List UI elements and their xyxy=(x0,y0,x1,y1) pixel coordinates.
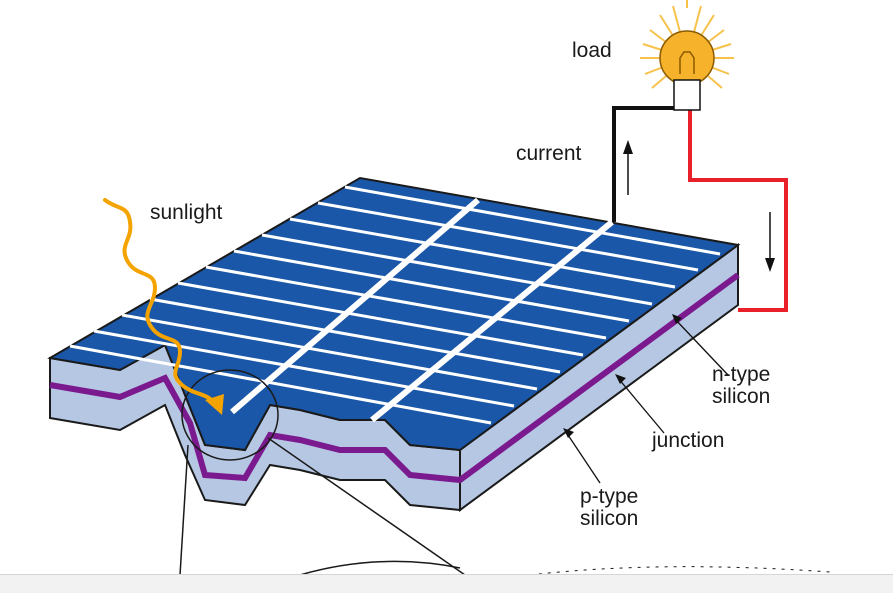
junction-layer xyxy=(49,272,740,484)
current-arrow-up-icon xyxy=(623,140,633,195)
p-type-silicon-label: p-type silicon xyxy=(580,486,638,530)
zoom-line-right xyxy=(267,437,466,575)
bottom-scroll-strip xyxy=(0,574,893,593)
positive-wire xyxy=(688,110,788,312)
zoom-arc xyxy=(299,560,461,575)
current-label: current xyxy=(516,142,582,165)
p-type-label-line2: silicon xyxy=(580,507,639,530)
p-type-label-line1: p-type xyxy=(580,485,639,508)
n-type-label-line1: n-type xyxy=(712,363,771,386)
current-arrow-down-icon xyxy=(765,212,775,272)
n-type-label-line2: silicon xyxy=(712,385,771,408)
solar-cell-slab xyxy=(47,176,831,575)
sunlight-label: sunlight xyxy=(150,201,223,224)
contact-grid xyxy=(69,185,721,425)
magnifier-circle xyxy=(181,369,279,461)
junction-label: junction xyxy=(652,429,725,452)
negative-wire xyxy=(612,106,683,222)
diagram-canvas xyxy=(47,0,831,575)
zoom-line-left xyxy=(179,444,189,575)
n-type-silicon-label: n-type silicon xyxy=(712,364,770,408)
circuit-wires xyxy=(612,106,788,312)
layer-pointers xyxy=(563,314,729,484)
sun-ray-icon xyxy=(103,198,224,415)
load-label: load xyxy=(572,39,612,62)
light-bulb-icon xyxy=(640,0,734,111)
